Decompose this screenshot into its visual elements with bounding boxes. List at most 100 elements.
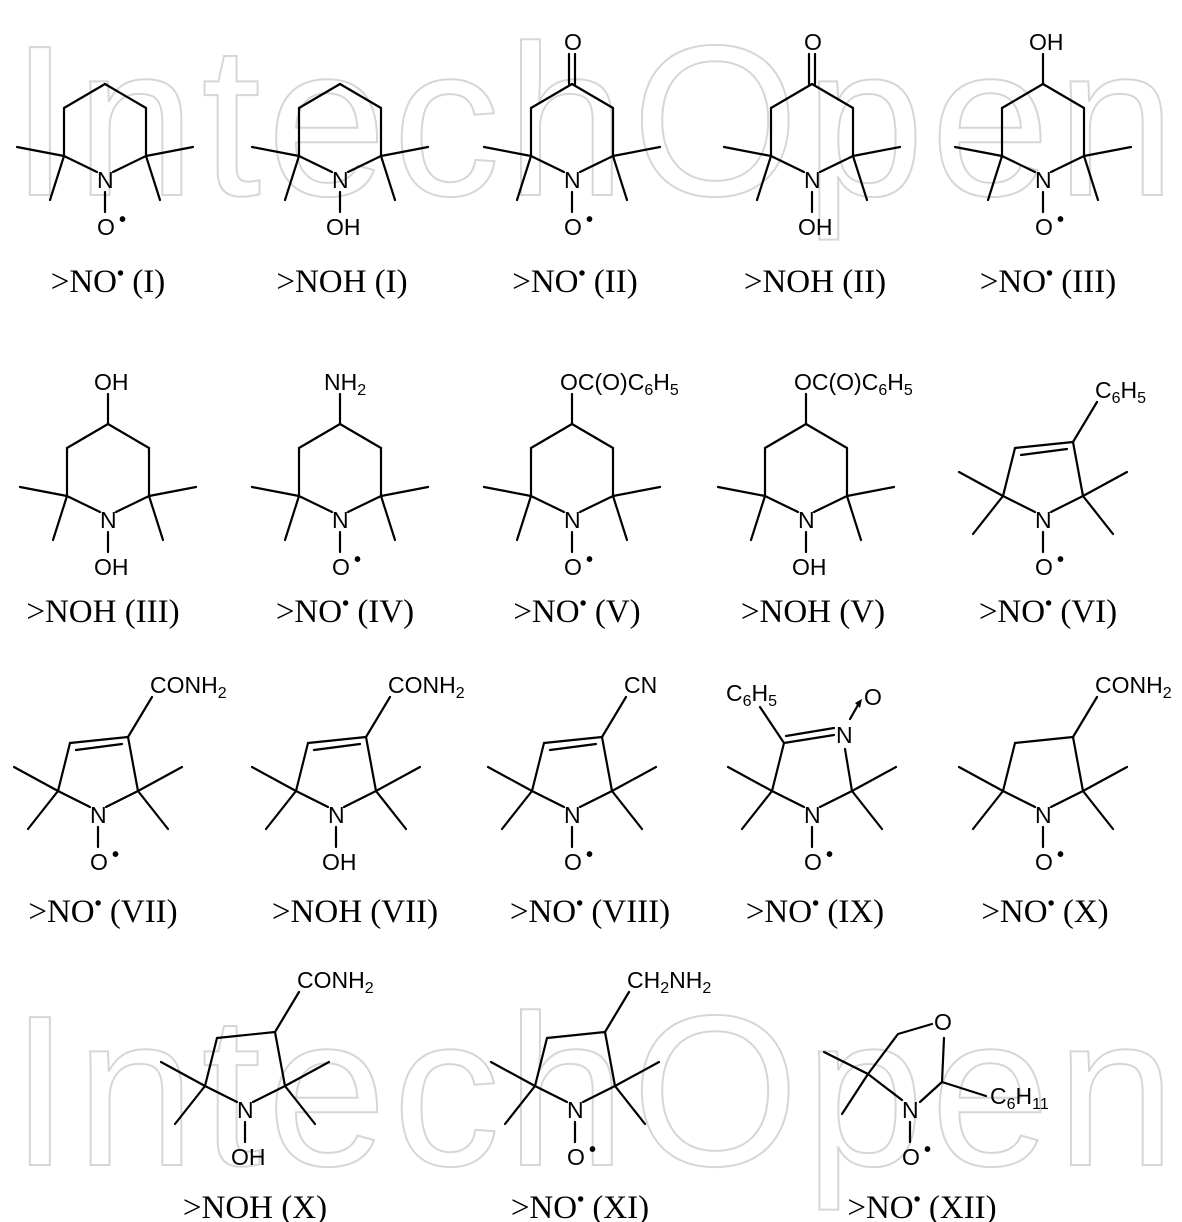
bond [203,1084,239,1104]
compound-caption: >NOH (V) [741,594,885,630]
bond [264,789,298,831]
bond [364,735,378,793]
bond [500,789,534,831]
nitrogen-atom: N [804,167,821,193]
compound-caption: >NO• (II) [512,263,638,300]
coordinate-bond [848,703,860,721]
bond [804,422,849,450]
bond [1082,145,1133,158]
bond [136,789,170,831]
bond [749,494,767,542]
nitrone-nitrogen: N [836,722,853,748]
bond [845,485,896,498]
oxygen-atom: O [564,214,582,240]
bond [740,789,774,831]
oxygen-atom: O [1035,849,1053,875]
bond [297,82,342,110]
oxygen-atom: O [90,849,108,875]
bond [159,1060,207,1088]
bond [294,789,330,809]
bond [147,494,165,542]
benzoyloxy-substituent: OC(O)C6H5 [560,369,679,399]
keto-oxygen: O [804,29,822,55]
bond [250,485,301,498]
bond [940,1080,988,1098]
watermark-top: IntechOpen [10,0,1182,241]
radical-dot: • [924,1139,931,1161]
bond [1049,789,1085,809]
bond [810,82,855,110]
bond [722,145,773,158]
molecules-layer: NO•NOHNO•ONOHONO•OHNOHOHNO•NH2NO•OC(O)C6… [12,29,1172,1170]
bond [529,82,574,110]
bond [306,735,368,745]
bond [338,422,383,450]
hydroxyl-group: OH [231,1144,266,1170]
bond [610,789,644,831]
bond [68,735,130,745]
bond [379,145,430,158]
oxygen-atom: O [564,554,582,580]
double-bond [784,726,836,738]
bond [611,485,662,498]
bond [1001,446,1017,498]
bond [530,741,546,793]
phenyl-substituent: C6H5 [1095,377,1146,407]
compound-caption: >NO• (X) [981,893,1108,930]
bond [62,154,99,174]
bond [769,82,814,110]
captions-layer: >NO• (I)>NOH (I)>NO• (II)>NOH (II)>NO• (… [26,263,1117,1222]
bond [51,494,69,542]
ring-oxygen: O [934,1009,952,1035]
bond [866,1032,900,1076]
nitrogen-atom: N [564,507,581,533]
nitrogen-atom: N [1035,802,1052,828]
bond [297,422,342,450]
bond [971,494,1005,536]
bond [1071,695,1099,739]
bond [515,494,533,542]
bond [957,765,1005,793]
bond [18,485,69,498]
bond [755,154,773,202]
bond [1013,735,1075,745]
bond [570,82,615,110]
compound-caption: >NO• (IX) [746,893,884,930]
bond [251,1084,287,1104]
nitrogen-atom: N [97,167,114,193]
bond [770,741,786,793]
bond [273,990,301,1034]
bond [1049,494,1085,514]
bond [610,765,658,793]
bond [570,422,615,450]
nitrogen-atom: N [1035,167,1052,193]
bond [1001,789,1037,809]
bond [65,422,110,450]
bond [529,154,566,174]
bond [1071,440,1085,498]
bond [1001,741,1017,793]
bond [578,154,615,174]
carbamoyl-substituent: CONH2 [388,672,465,702]
nitrogen-atom: N [798,507,815,533]
radical-dot: • [354,549,361,571]
bond [1041,82,1086,110]
nitrogen-atom: N [1035,507,1052,533]
bond [297,154,334,174]
radical-dot: • [1057,549,1064,571]
amino-substituent: NH2 [324,369,366,399]
bond [545,1030,607,1040]
nitrogen-atom: N [100,507,117,533]
bond [1082,154,1100,202]
bond [866,1072,904,1102]
bond [918,1080,944,1104]
bond [1000,154,1037,174]
bond [600,695,628,739]
double-bond [74,742,124,752]
nitrogen-atom: N [804,802,821,828]
bond [812,494,849,514]
bond [374,789,408,831]
bond [48,154,66,202]
bond [126,695,154,739]
nitrogen-atom: N [567,1097,584,1123]
